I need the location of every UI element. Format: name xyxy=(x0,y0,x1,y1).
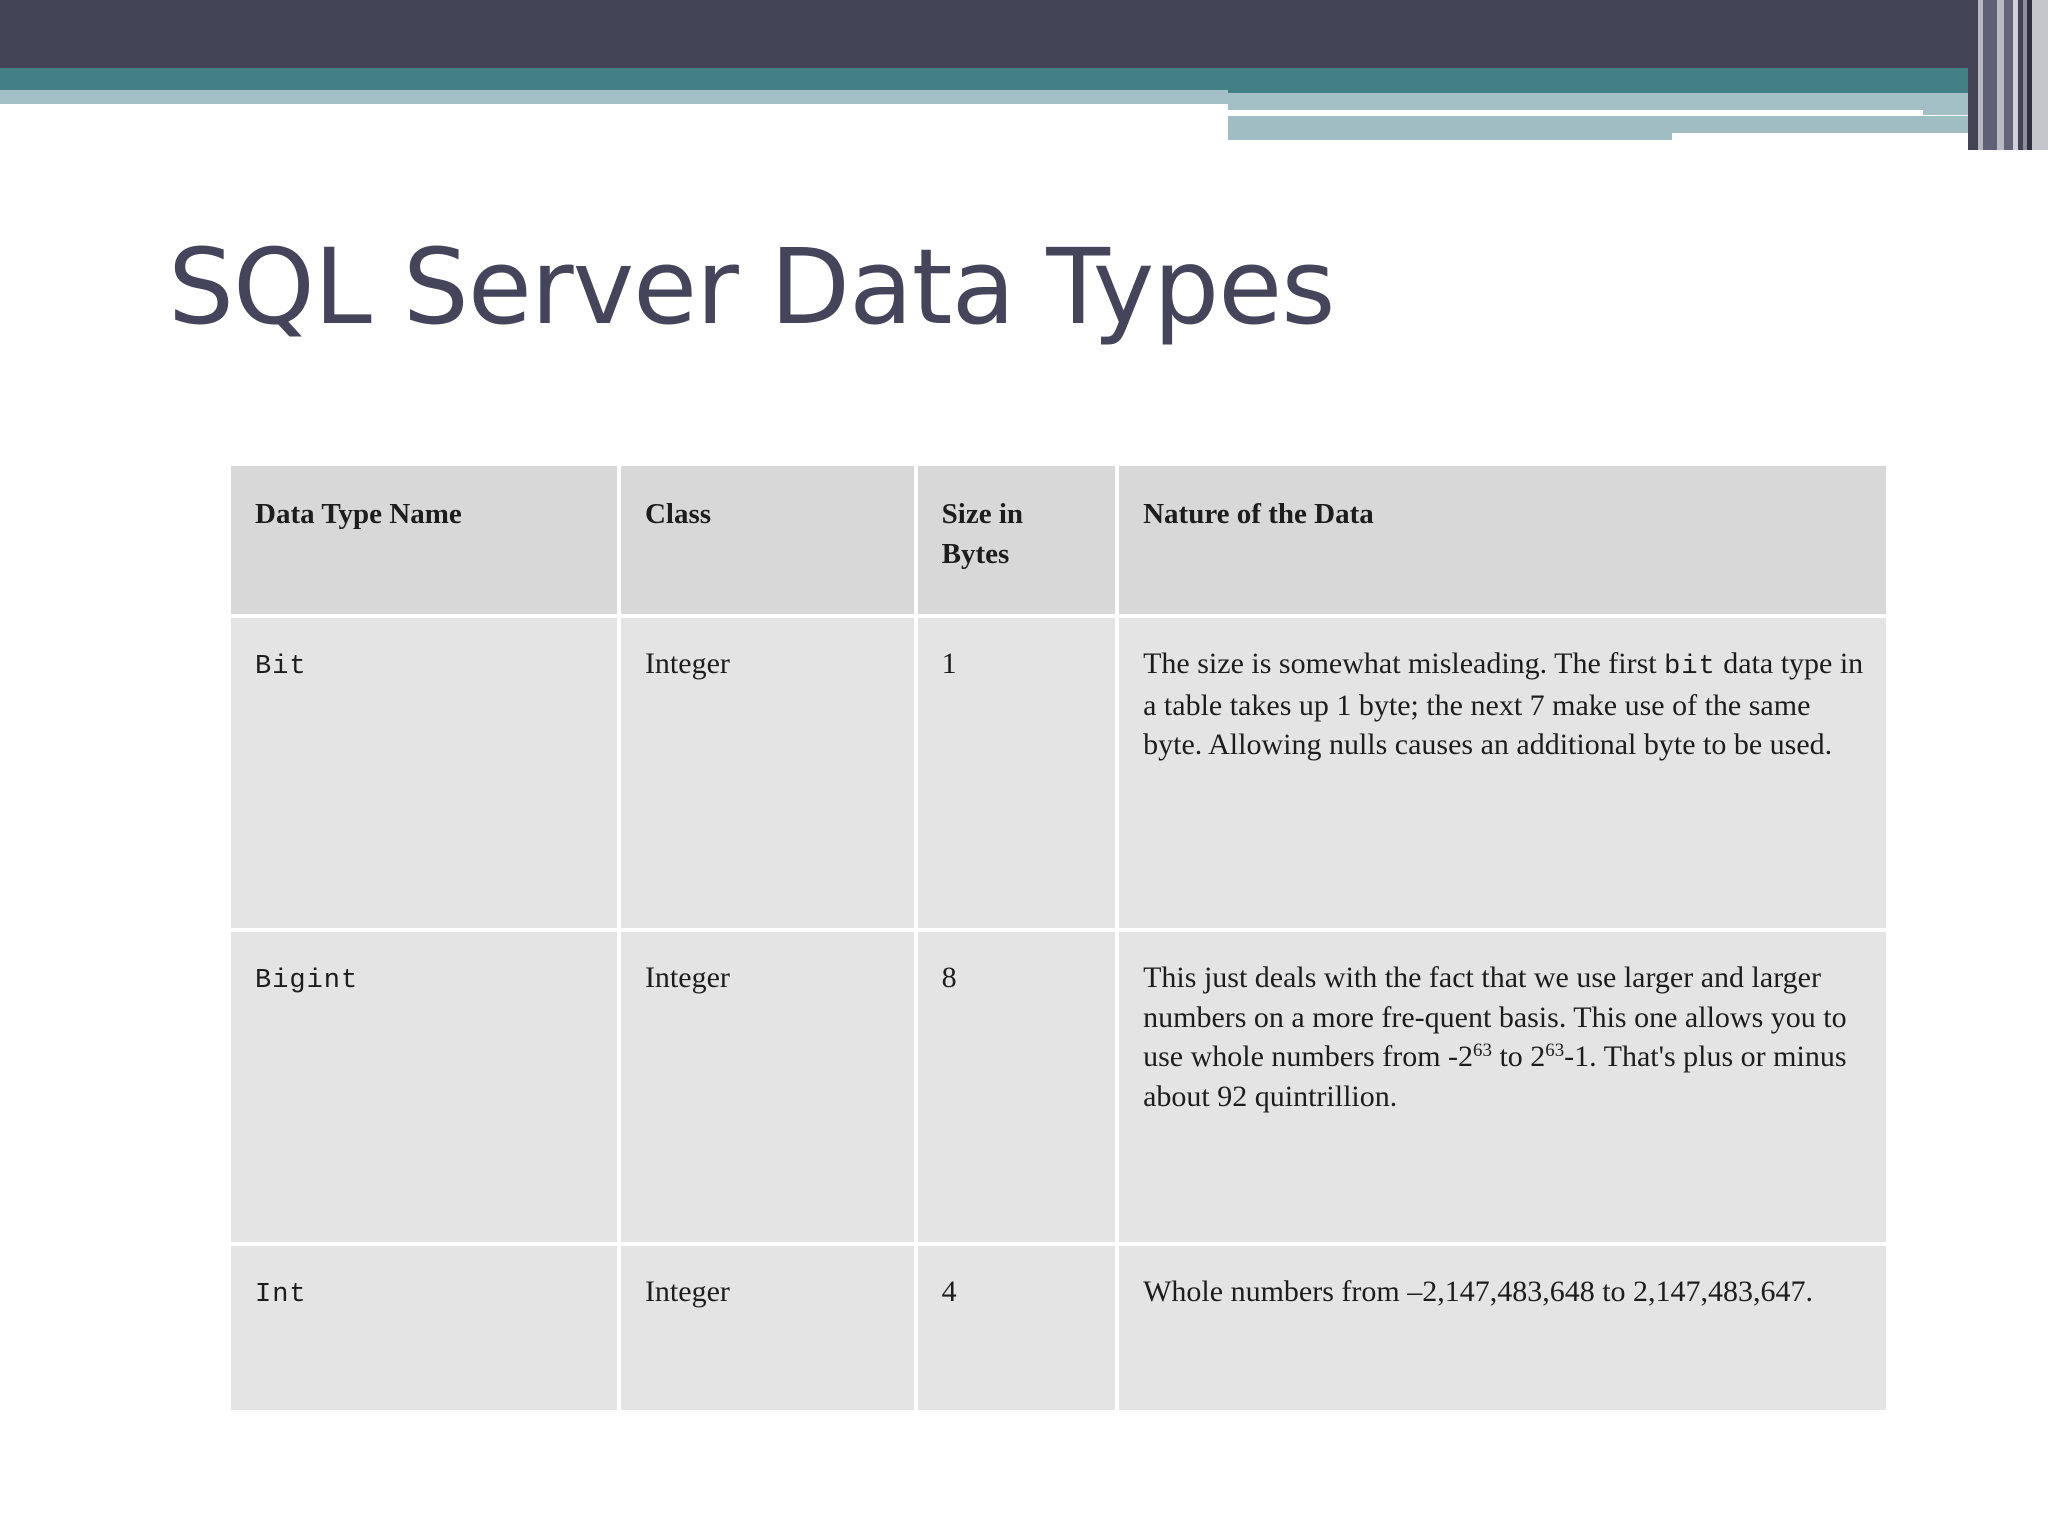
right-stripe-6 xyxy=(2013,0,2018,150)
inline-code: bit xyxy=(1664,652,1716,682)
right-edge-stripes xyxy=(1968,0,2048,150)
nature-text-fragment: This just deals with the fact that we us… xyxy=(1143,961,1847,1074)
data-type-name-value: Bigint xyxy=(255,966,359,996)
table-header: Data Type Name Class Size in Bytes Natur… xyxy=(231,466,1886,614)
cell-class: Integer xyxy=(620,618,914,928)
nature-text-fragment: -1. That's plus or minus about 92 quintr… xyxy=(1143,1040,1847,1113)
header-dark-band xyxy=(0,0,2048,68)
table-header-row: Data Type Name Class Size in Bytes Natur… xyxy=(231,466,1886,614)
column-header-size-line2: Bytes xyxy=(941,538,1010,571)
right-stripe-5 xyxy=(2004,0,2013,150)
right-stripe-3 xyxy=(1983,0,1997,150)
column-header-data-type-name: Data Type Name xyxy=(231,466,617,614)
header-accent-gap xyxy=(1228,110,1923,117)
cell-nature-of-the-data: Whole numbers from –2,147,483,648 to 2,1… xyxy=(1119,1246,1886,1410)
column-header-nature-of-the-data: Nature of the Data xyxy=(1119,466,1886,614)
right-stripe-7 xyxy=(2018,0,2023,150)
nature-text-fragment: -2 xyxy=(1448,1040,1474,1074)
column-header-size-in-bytes: Size in Bytes xyxy=(917,466,1116,614)
exponent: 63 xyxy=(1545,1040,1565,1062)
exponent: 63 xyxy=(1473,1040,1492,1062)
header-light-band-left xyxy=(0,90,1228,104)
cell-size-in-bytes: 4 xyxy=(917,1246,1116,1410)
data-type-name-value: Bit xyxy=(255,652,307,682)
cell-data-type-name: Bit xyxy=(231,618,617,928)
nature-text-fragment: The size is somewhat misleading. The fir… xyxy=(1143,647,1665,680)
cell-size-in-bytes: 1 xyxy=(917,618,1116,928)
nature-text-fragment: to xyxy=(1491,1040,1531,1074)
right-stripe-2 xyxy=(1978,0,1983,150)
cell-nature-of-the-data: This just deals with the fact that we us… xyxy=(1119,932,1886,1242)
header-accent-step-3 xyxy=(1672,133,2048,140)
right-stripe-1 xyxy=(1968,0,1978,150)
right-stripe-8 xyxy=(2023,0,2027,150)
column-header-class: Class xyxy=(620,466,914,614)
nature-text-fragment: Whole numbers from –2,147,483,648 to 2,1… xyxy=(1143,1275,1814,1308)
page-title: SQL Server Data Types xyxy=(168,225,1335,348)
cell-class: Integer xyxy=(620,932,914,1242)
right-stripe-10 xyxy=(2032,0,2048,150)
cell-nature-of-the-data: The size is somewhat misleading. The fir… xyxy=(1119,618,1886,928)
slide-header-decoration xyxy=(0,0,2048,140)
data-type-name-value: Int xyxy=(255,1280,307,1310)
nature-text-fragment: 2 xyxy=(1530,1040,1546,1074)
right-stripe-9 xyxy=(2027,0,2032,150)
right-stripe-4 xyxy=(1997,0,2004,150)
data-types-table: Data Type Name Class Size in Bytes Natur… xyxy=(227,462,1890,1414)
header-accent-step-1 xyxy=(1228,93,2048,115)
cell-class: Integer xyxy=(620,1246,914,1410)
nature-text-fragment: data type in a table takes up 1 byte; th… xyxy=(1143,647,1864,762)
cell-size-in-bytes: 8 xyxy=(917,932,1116,1242)
header-teal-band xyxy=(0,68,2048,93)
cell-data-type-name: Bigint xyxy=(231,932,617,1242)
cell-data-type-name: Int xyxy=(231,1246,617,1410)
column-header-size-line1: Size in xyxy=(941,498,1024,530)
